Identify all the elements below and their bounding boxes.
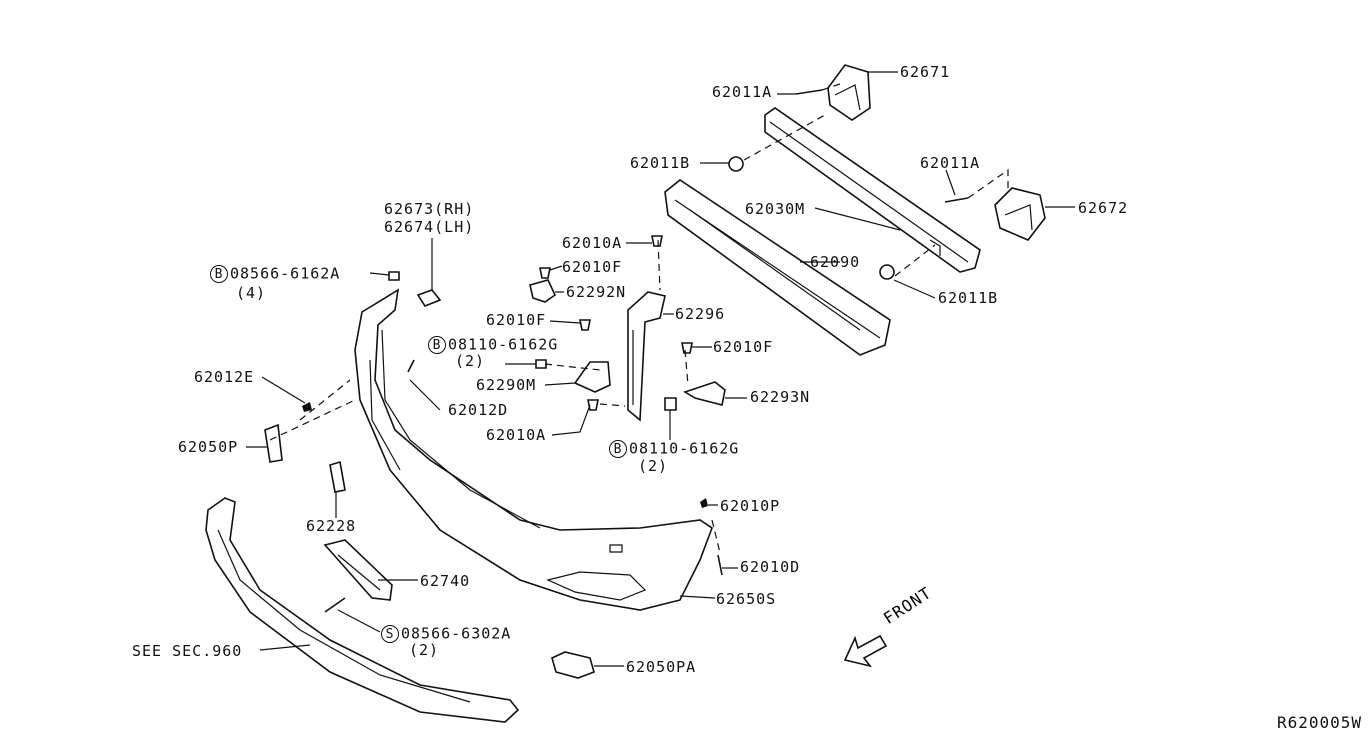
callout-qty: (2) (638, 457, 669, 475)
bracket-62673 (416, 289, 442, 307)
bracket-62293n (683, 381, 726, 406)
label-62011b-right: 62011B (938, 289, 999, 307)
label-62010d: 62010D (740, 558, 801, 576)
callout-qty: (4) (236, 284, 267, 302)
label-62090: 62090 (810, 253, 861, 271)
screw-62012d (407, 359, 415, 373)
bolt-08110-right (664, 397, 677, 411)
label-62010f-mid: 62010F (486, 311, 547, 329)
clip-62010f-right (681, 342, 693, 354)
label-62010f-top: 62010F (562, 258, 623, 276)
clip-62010p (700, 498, 708, 508)
diagram-reference-code: R620005W (1276, 713, 1362, 732)
label-62292n: 62292N (566, 283, 627, 301)
bolt-code: 08110-6162G (448, 335, 559, 354)
side-stay-62296 (627, 291, 666, 422)
bolt-08566-6162a (388, 271, 400, 281)
reinforcement-beam (764, 107, 981, 273)
label-62671: 62671 (900, 63, 951, 81)
bolt-62011a-right (944, 197, 969, 203)
label-62011a-right: 62011A (920, 154, 981, 172)
bolt-code: 08566-6302A (401, 624, 512, 643)
label-see-sec: SEE SEC.960 (132, 642, 243, 660)
label-62290m: 62290M (476, 376, 537, 394)
label-62010f-right: 62010F (713, 338, 774, 356)
bracket-62290m (573, 361, 611, 393)
label-62293n: 62293N (750, 388, 811, 406)
nut-62011b-right (879, 264, 895, 280)
screw-08566-6302a (324, 597, 346, 613)
label-62050p: 62050P (178, 438, 239, 456)
label-62030m: 62030M (745, 200, 806, 218)
fog-cover-62050pa (551, 651, 595, 679)
front-arrow-icon (843, 634, 888, 668)
label-62010p: 62010P (720, 497, 781, 515)
clip-62010d (717, 554, 723, 576)
bolt-type-badge: B (428, 336, 446, 354)
bolt-code: 08566-6162A (230, 264, 341, 283)
label-62740: 62740 (420, 572, 471, 590)
callout-qty: (2) (455, 352, 486, 370)
bolt-62011a-top (795, 89, 823, 95)
bolt-type-badge: B (609, 440, 627, 458)
label-62050pa: 62050PA (626, 658, 697, 676)
label-62010a-top: 62010A (562, 234, 623, 252)
screw-type-badge: S (381, 625, 399, 643)
bumper-fascia (354, 288, 713, 611)
nut-62011b-left (728, 156, 744, 172)
clip-62010f-mid (579, 319, 591, 331)
label-62012d: 62012D (448, 401, 509, 419)
bracket-62671 (827, 64, 871, 121)
bracket-62292n (529, 279, 557, 303)
license-bracket-62740 (323, 539, 393, 601)
label-62673: 62673(RH) (384, 200, 475, 218)
seal-62228 (329, 460, 346, 493)
label-62672: 62672 (1078, 199, 1129, 217)
label-62674: 62674(LH) (384, 218, 475, 236)
bracket-62672 (994, 187, 1046, 241)
label-62228: 62228 (306, 517, 357, 535)
lower-spoiler (205, 497, 520, 723)
bolt-code: 08110-6162G (629, 439, 740, 458)
clip-62010a-top (651, 235, 663, 247)
side-retainer-62050p (264, 423, 283, 463)
label-62012e: 62012E (194, 368, 255, 386)
bolt-08110-left (535, 359, 547, 369)
label-62010a-bottom: 62010A (486, 426, 547, 444)
label-62011b-left: 62011B (630, 154, 691, 172)
clip-62010f-top (539, 267, 551, 279)
label-62650s: 62650S (716, 590, 777, 608)
energy-absorber (664, 179, 891, 356)
label-62296: 62296 (675, 305, 726, 323)
bolt-type-badge: B (210, 265, 228, 283)
callout-qty: (2) (409, 641, 440, 659)
clip-62012e (302, 402, 312, 412)
label-62011a-top: 62011A (712, 83, 773, 101)
leader-lines (246, 71, 1075, 667)
